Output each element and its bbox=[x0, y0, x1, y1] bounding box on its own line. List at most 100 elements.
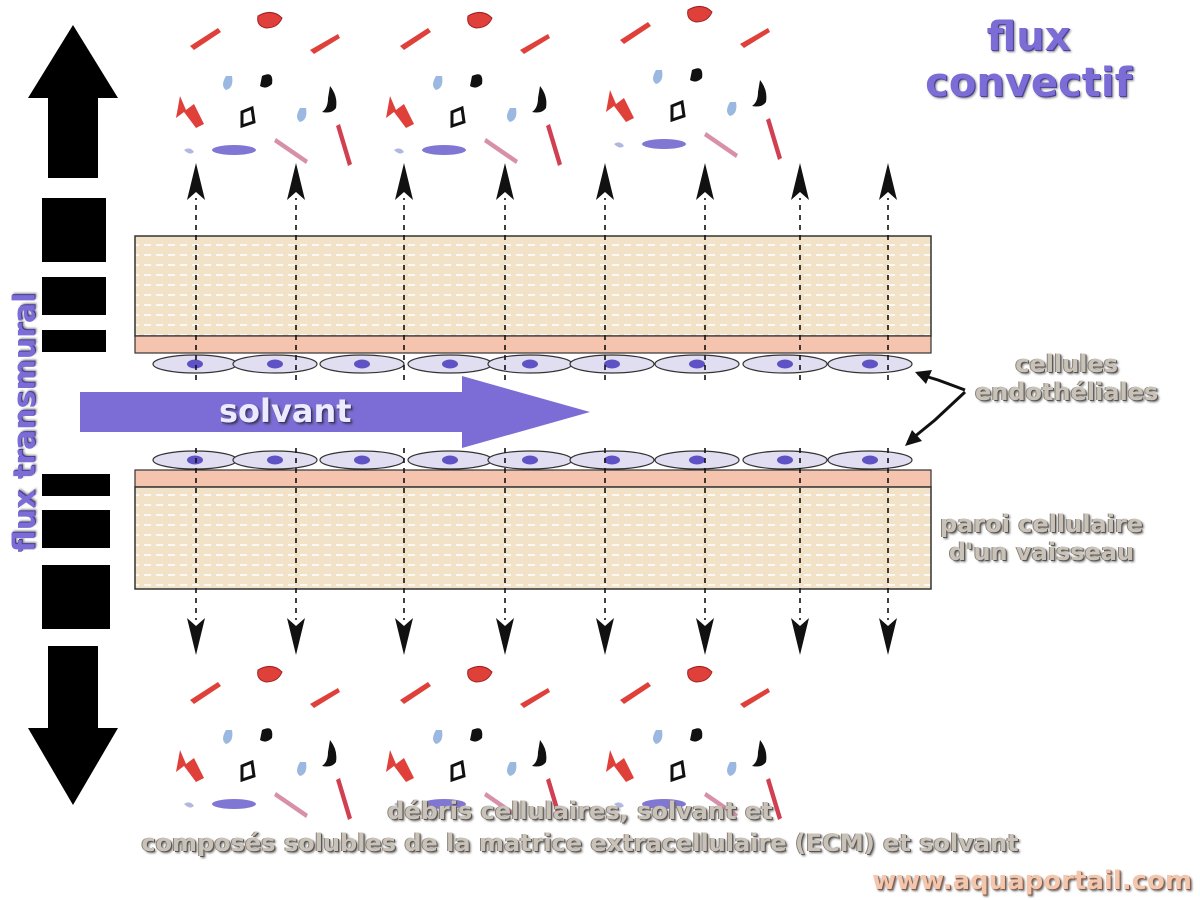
endothelial-cells-top bbox=[152, 354, 913, 374]
cell-nucleus bbox=[604, 455, 620, 465]
arrow-down-icon bbox=[879, 618, 897, 655]
solvent-label: solvant bbox=[219, 392, 352, 430]
debris-blob bbox=[687, 6, 713, 23]
vessel-wall-label: paroi cellulaire d'un vaisseau bbox=[940, 510, 1143, 566]
debris-needle bbox=[336, 124, 352, 166]
debris-drop bbox=[614, 802, 624, 808]
endothelial-label-line-2: endothéliales bbox=[975, 378, 1159, 406]
arrow-down-icon bbox=[596, 618, 614, 655]
solvent-flow-arrow-icon bbox=[80, 376, 590, 448]
diagram-title: flux convectif bbox=[925, 14, 1132, 106]
watermark: www.aquaportail.com bbox=[872, 866, 1192, 896]
debris-black-blob bbox=[752, 740, 767, 767]
cell-nucleus bbox=[522, 359, 538, 369]
debris-purple-disc bbox=[212, 799, 256, 809]
debris-ring bbox=[450, 105, 466, 129]
arrow-up-icon bbox=[696, 163, 714, 200]
debris-drop bbox=[394, 148, 404, 154]
debris-shard bbox=[740, 688, 770, 708]
debris-black-blob bbox=[260, 728, 273, 742]
debris-black-blob bbox=[690, 68, 703, 82]
arrow-up-icon bbox=[596, 163, 614, 200]
endothelial-cells-bottom bbox=[152, 450, 913, 470]
debris-needle bbox=[484, 138, 518, 164]
title-line-2: convectif bbox=[925, 60, 1132, 106]
wall-label-line-1: paroi cellulaire bbox=[940, 510, 1144, 538]
debris-shard bbox=[520, 688, 550, 708]
debris-shard bbox=[190, 28, 221, 50]
debris-cluster bbox=[606, 666, 782, 820]
vessel-wall-top bbox=[134, 235, 932, 354]
debris-blob bbox=[467, 12, 493, 29]
debris-drop bbox=[653, 70, 663, 84]
debris-fragment bbox=[386, 750, 414, 782]
wall-label-line-2: d'un vaisseau bbox=[948, 538, 1135, 566]
debris-drop bbox=[653, 730, 663, 744]
vessel-wall-bottom bbox=[134, 469, 932, 590]
debris-purple-disc bbox=[642, 139, 686, 149]
debris-needle bbox=[546, 778, 562, 820]
debris-drop bbox=[507, 762, 517, 776]
debris-fragment bbox=[606, 90, 634, 122]
debris-blob bbox=[257, 666, 283, 683]
cell-nucleus bbox=[862, 455, 878, 465]
debris-caption: débris cellulaires, solvant et composés … bbox=[0, 795, 1160, 859]
debris-drop bbox=[223, 76, 233, 90]
debris-black-blob bbox=[690, 728, 703, 742]
debris-ring bbox=[670, 759, 686, 783]
debris-fragment bbox=[176, 96, 204, 128]
debris-needle bbox=[766, 778, 782, 820]
debris-shard bbox=[310, 688, 340, 708]
cell-nucleus bbox=[187, 359, 203, 369]
debris-cluster bbox=[386, 12, 562, 166]
cell-nucleus bbox=[689, 455, 705, 465]
arrow-up-icon bbox=[496, 163, 514, 200]
debris-blob bbox=[687, 666, 713, 683]
cell-nucleus bbox=[689, 359, 705, 369]
debris-purple-disc bbox=[422, 145, 466, 155]
arrow-up-icon bbox=[395, 163, 413, 200]
debris-needle bbox=[484, 792, 518, 818]
debris-fragment bbox=[176, 750, 204, 782]
cell-nucleus bbox=[862, 359, 878, 369]
arrow-up-icon bbox=[287, 163, 305, 200]
debris-black-blob bbox=[260, 74, 273, 88]
debris-caption-line-1: débris cellulaires, solvant et bbox=[387, 797, 773, 825]
debris-ring bbox=[670, 99, 686, 123]
debris-drop bbox=[727, 762, 737, 776]
debris-shard bbox=[620, 682, 651, 704]
debris-drop bbox=[223, 730, 233, 744]
debris-black-blob bbox=[532, 740, 547, 767]
endothelial-pointer-arrows bbox=[905, 370, 967, 446]
cell-nucleus bbox=[187, 455, 203, 465]
debris-drop bbox=[507, 108, 517, 122]
cell-nucleus bbox=[777, 359, 793, 369]
endothelial-cells-label: cellules endothéliales bbox=[975, 350, 1158, 406]
debris-needle bbox=[704, 132, 738, 158]
arrow-down-icon bbox=[791, 618, 809, 655]
debris-fragment bbox=[606, 750, 634, 782]
arrow-up-icon bbox=[879, 163, 897, 200]
arrow-down-icon bbox=[696, 618, 714, 655]
debris-cluster bbox=[176, 12, 352, 166]
debris-drop bbox=[614, 142, 624, 148]
debris-needle bbox=[336, 778, 352, 820]
cell-nucleus bbox=[777, 455, 793, 465]
debris-particles bbox=[176, 6, 782, 820]
debris-black-blob bbox=[322, 740, 337, 767]
debris-cluster bbox=[386, 666, 562, 820]
debris-drop bbox=[433, 76, 443, 90]
debris-black-blob bbox=[752, 80, 767, 107]
debris-black-blob bbox=[470, 74, 483, 88]
debris-shard bbox=[740, 28, 770, 48]
debris-caption-line-2: composés solubles de la matrice extracel… bbox=[141, 829, 1019, 857]
debris-needle bbox=[546, 124, 562, 166]
debris-needle bbox=[704, 792, 738, 818]
arrow-up-icon bbox=[187, 163, 205, 200]
debris-drop bbox=[184, 802, 194, 808]
arrow-down-icon bbox=[496, 618, 514, 655]
debris-drop bbox=[184, 148, 194, 154]
transmural-double-arrow-icon bbox=[28, 25, 118, 805]
